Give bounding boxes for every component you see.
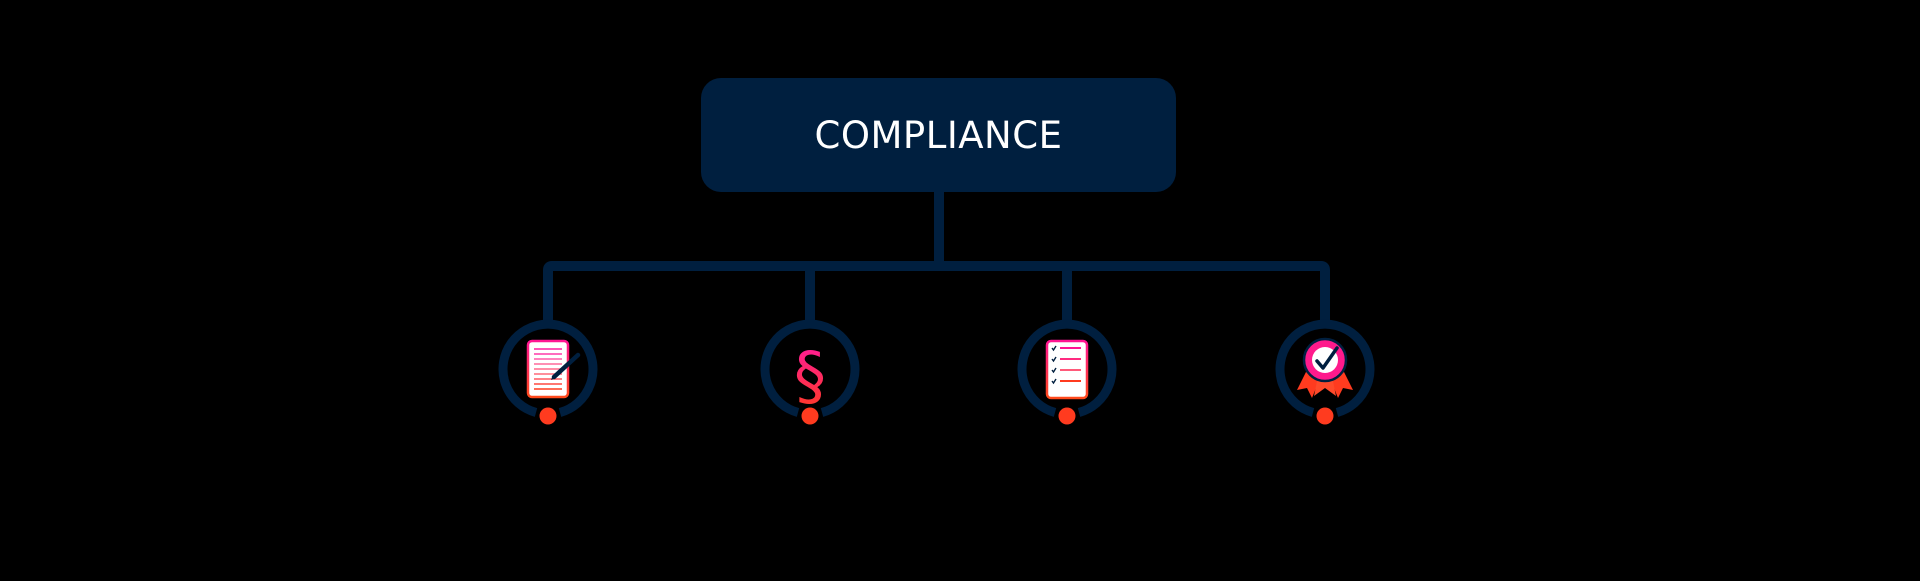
award-badge-check-icon (1297, 337, 1353, 398)
document-with-pen-icon (526, 339, 581, 399)
root-node-compliance: COMPLIANCE (701, 78, 1176, 192)
ring-3 (1017, 319, 1117, 417)
status-dot-1 (539, 407, 557, 425)
root-node-label: COMPLIANCE (814, 113, 1063, 157)
status-dot-2 (801, 407, 819, 425)
status-dot-3 (1058, 407, 1076, 425)
section-sign-icon: § (794, 340, 826, 414)
ring-4 (1275, 319, 1375, 417)
ring-1 (498, 319, 598, 417)
horizontal-bus-line (543, 261, 1330, 322)
checklist-icon (1045, 339, 1089, 400)
status-dot-4 (1316, 407, 1334, 425)
ring-2 (760, 319, 860, 417)
